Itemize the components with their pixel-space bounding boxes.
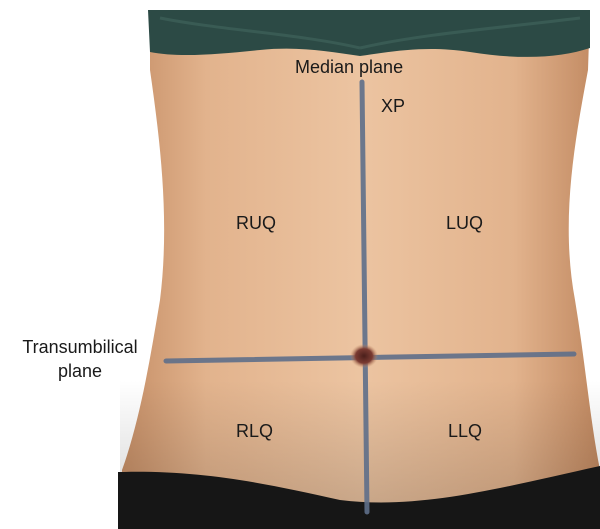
transumbilical-plane-label: Transumbilical plane xyxy=(10,335,150,383)
right-lower-quadrant-label: RLQ xyxy=(236,420,273,442)
median-plane-label: Median plane xyxy=(295,56,403,78)
transumbilical-label-line1: Transumbilical xyxy=(22,337,137,357)
right-upper-quadrant-label: RUQ xyxy=(236,212,276,234)
transumbilical-label-line2: plane xyxy=(58,361,102,381)
bra xyxy=(148,10,590,57)
left-upper-quadrant-label: LUQ xyxy=(446,212,483,234)
umbilicus xyxy=(350,344,378,368)
left-lower-quadrant-label: LLQ xyxy=(448,420,482,442)
xiphoid-process-label: XP xyxy=(381,95,405,117)
